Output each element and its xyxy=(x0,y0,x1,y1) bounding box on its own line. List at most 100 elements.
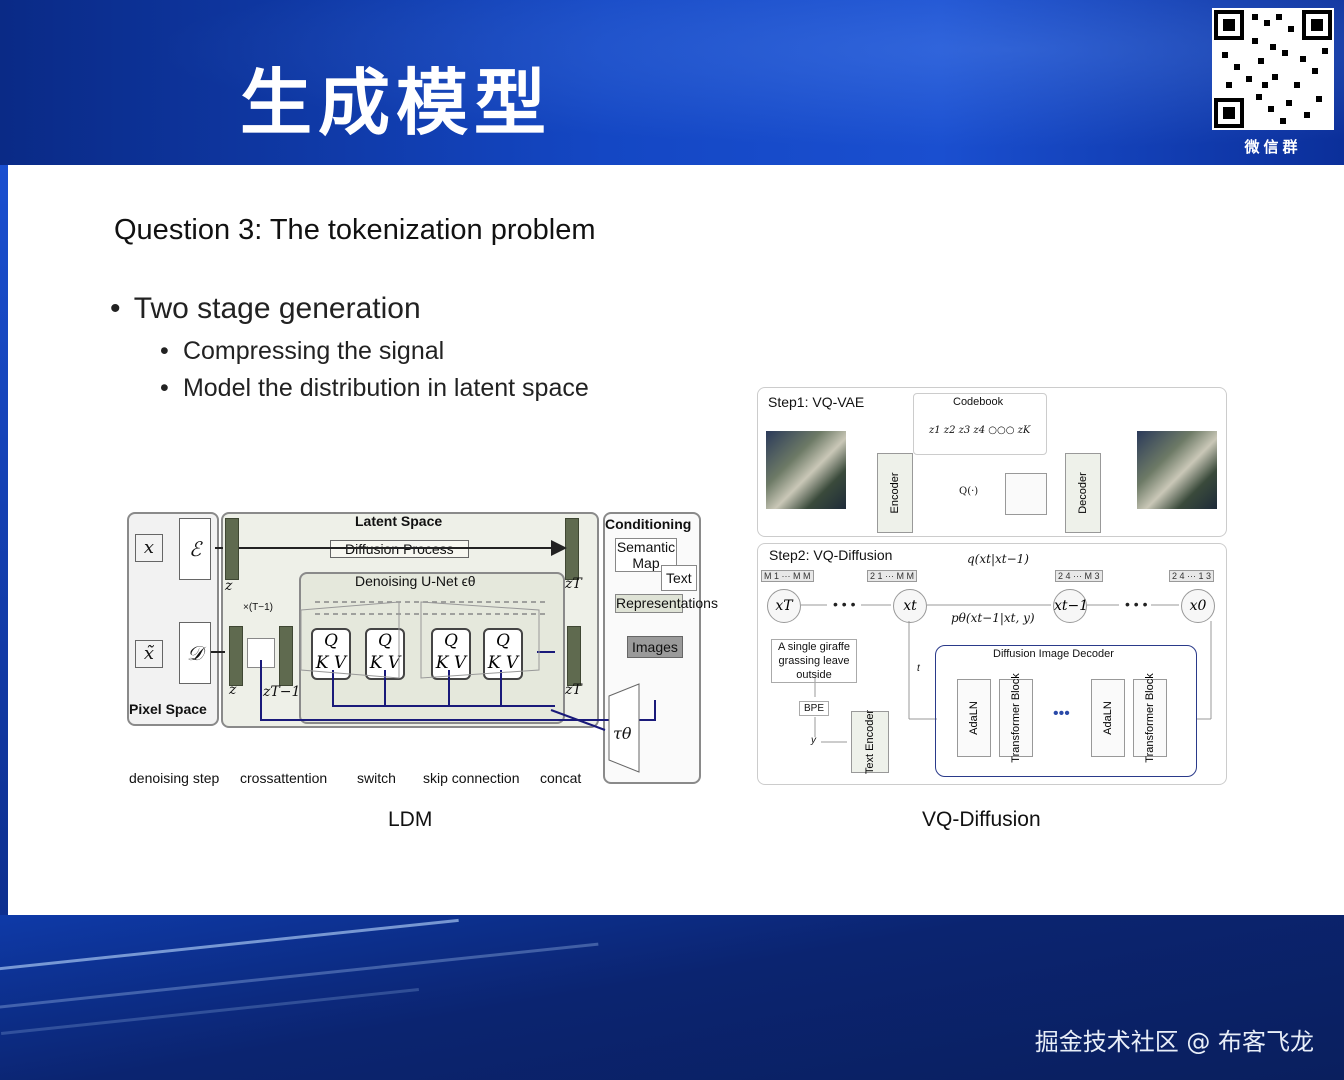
bullet-sub2: • Model the distribution in latent space xyxy=(160,374,589,402)
legend-crossattention: crossattention xyxy=(240,770,328,786)
svg-text:• • •: • • • xyxy=(1125,596,1148,612)
zT-label: zT xyxy=(565,576,582,592)
ldm-diagram: Latent Space Diffusion Process Denoising… xyxy=(125,510,718,795)
token-seq-2: 2 1 ··· M M xyxy=(867,570,917,582)
zT1-bar xyxy=(279,626,293,686)
codebook-entries: z1 z2 z3 z4 ○○○ zK xyxy=(929,425,1031,436)
qkv-q: Q xyxy=(378,631,392,651)
zT-bar-2 xyxy=(567,626,581,686)
p-label: pθ(xt−1|xt, y) xyxy=(951,611,1035,625)
qkv-q: Q xyxy=(444,631,458,651)
step2-label: Step2: VQ-Diffusion xyxy=(769,547,893,563)
node-x0: x0 xyxy=(1181,589,1215,623)
decoder-block: 𝒟 xyxy=(179,622,211,684)
y-label: y xyxy=(811,735,816,746)
bullet-sub1: • Compressing the signal xyxy=(160,337,445,365)
z-bar xyxy=(225,518,239,580)
text-encoder-text: Text Encoder xyxy=(864,709,876,775)
qkv-q: Q xyxy=(496,631,510,651)
step1-label: Step1: VQ-VAE xyxy=(768,394,865,410)
qkv-kv: K V xyxy=(315,653,347,673)
watermark: 掘金技术社区 @ 布客飞龙 xyxy=(1034,1028,1314,1056)
page-title: 生成模型 xyxy=(240,61,553,145)
encoder-block: ℰ xyxy=(179,518,211,580)
step1-box xyxy=(757,387,1227,537)
q-label: q(xt|xt−1) xyxy=(967,552,1029,566)
codebook-box xyxy=(913,393,1047,455)
token-grid xyxy=(1005,473,1047,515)
svg-text:• • •: • • • xyxy=(833,596,856,612)
unet-label: Denoising U-Net ϵθ xyxy=(355,573,476,589)
bullet-sub2-text: Model the distribution in latent space xyxy=(182,374,589,402)
qr-label: 微信群 xyxy=(1244,138,1302,156)
left-edge xyxy=(0,165,8,915)
vq-arrows: • • • • • • xyxy=(801,596,1212,743)
ldm-arrows xyxy=(211,540,656,773)
encoder-block: Encoder xyxy=(877,453,913,533)
bullet-sub1-text: Compressing the signal xyxy=(182,337,445,365)
token-seq-1: M 1 ··· M M xyxy=(761,570,814,582)
t-label: t xyxy=(917,663,920,674)
decoder-block: Decoder xyxy=(1065,453,1101,533)
adaln-block-2: AdaLN xyxy=(1091,679,1125,757)
token-seq-3: 2 4 ··· M 3 xyxy=(1055,570,1103,582)
legend-concat: concat xyxy=(540,770,582,786)
input-image xyxy=(766,431,846,509)
x-input: x xyxy=(135,534,163,562)
ldm-caption: LDM xyxy=(388,808,433,831)
footer-band xyxy=(0,915,1344,1080)
transformer-text: Transformer Block xyxy=(1144,673,1156,763)
latent-space-label: Latent Space xyxy=(355,513,443,529)
transformer-block-1: Transformer Block xyxy=(999,673,1033,763)
diffusion-image-decoder xyxy=(935,645,1197,777)
did-label: Diffusion Image Decoder xyxy=(993,648,1114,660)
text-encoder: Text Encoder xyxy=(851,709,889,775)
legend-switch: switch xyxy=(357,770,396,786)
bpe-label: BPE xyxy=(799,701,830,716)
output-image xyxy=(1137,431,1217,509)
z-label: z xyxy=(225,578,233,594)
vq-diffusion-diagram: Step1: VQ-VAE Codebook z1 z2 z3 z4 ○○○ z… xyxy=(757,387,1229,787)
legend-denoising-step: denoising step xyxy=(129,770,220,786)
qr-code xyxy=(1212,8,1334,130)
zT1-label: zT−1 xyxy=(263,684,301,700)
transformer-block-2: Transformer Block xyxy=(1133,673,1167,763)
legend-skip-connection: skip connection xyxy=(423,770,520,786)
qkv-q: Q xyxy=(324,631,338,651)
node-xt: xt xyxy=(893,589,927,623)
qkv-kv: K V xyxy=(369,653,401,673)
times-label: ×(T−1) xyxy=(243,602,274,613)
x-tilde-output: x̃ xyxy=(135,640,163,668)
pixel-space-label: Pixel Space xyxy=(129,701,207,717)
token-seq-4: 2 4 ··· 1 3 xyxy=(1169,570,1215,582)
z-label-2: z xyxy=(229,682,237,698)
qkv-kv: K V xyxy=(487,653,519,673)
header-band xyxy=(0,0,1344,165)
transformer-text: Transformer Block xyxy=(1010,673,1022,763)
vq-caption: VQ-Diffusion xyxy=(922,808,1041,831)
adaln-block-1: AdaLN xyxy=(957,679,991,757)
text-prompt: A single giraffe grassing leave outside xyxy=(771,639,857,683)
ellipsis: ••• xyxy=(1053,705,1070,722)
cond-images: Images xyxy=(627,636,683,658)
step2-box xyxy=(757,543,1227,785)
cond-text: Text xyxy=(661,565,697,591)
codebook-label: Codebook xyxy=(953,396,1004,408)
node-xt-1: xt−1 xyxy=(1053,589,1088,623)
semantic-map: Semantic Map xyxy=(615,538,677,572)
qkv-kv: K V xyxy=(435,653,467,673)
adaln-text: AdaLN xyxy=(968,701,980,735)
tau-label: τθ xyxy=(613,724,632,743)
zT-label-2: zT xyxy=(565,682,582,698)
bullet-main: • Two stage generation xyxy=(110,292,421,325)
footer-streak xyxy=(0,988,420,1035)
quantizer-label: Q(·) xyxy=(959,486,979,497)
node-xT: xT xyxy=(767,589,801,623)
slide-question: Question 3: The tokenization problem xyxy=(114,214,596,246)
conditioning-label: Conditioning xyxy=(605,516,692,532)
z-bar-2 xyxy=(229,626,243,686)
bullet-main-text: Two stage generation xyxy=(133,292,421,325)
adaln-text: AdaLN xyxy=(1102,701,1114,735)
